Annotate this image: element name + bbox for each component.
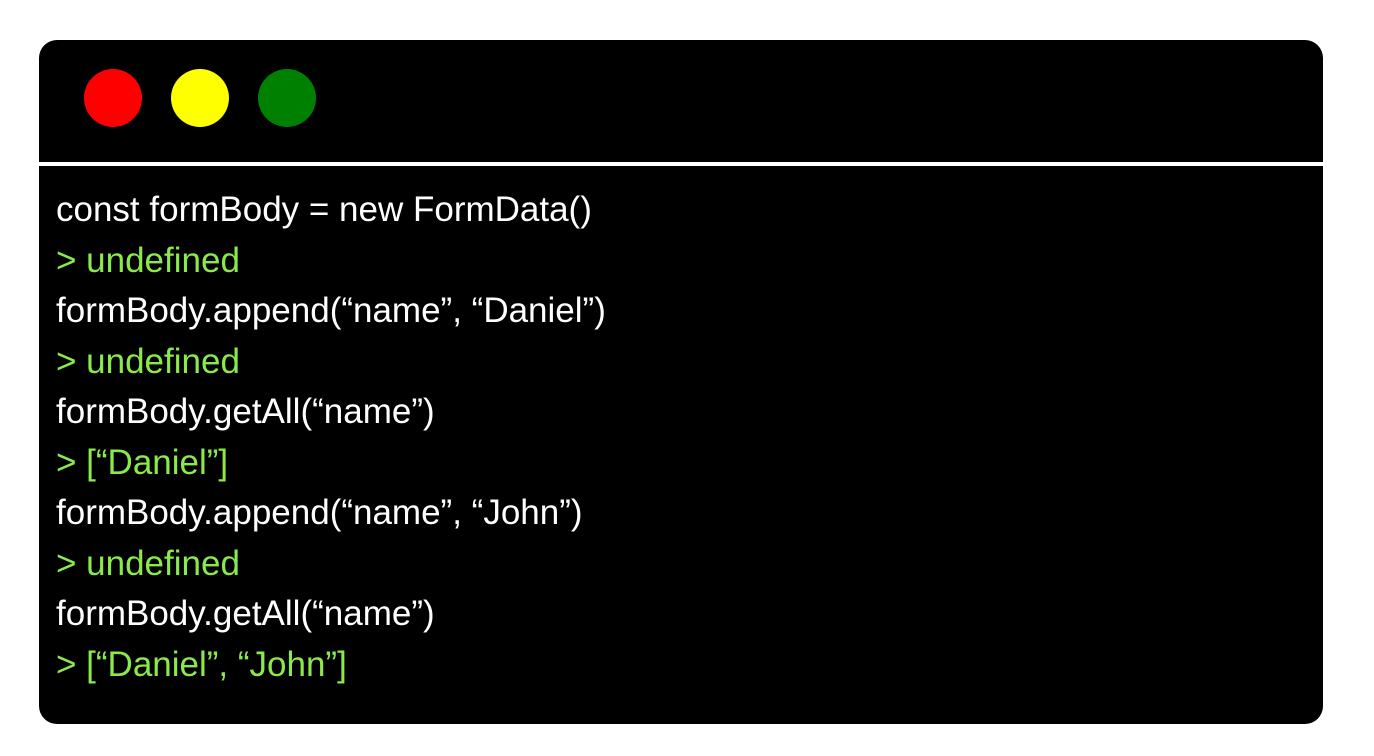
console-input-line: formBody.getAll(“name”) bbox=[56, 392, 435, 431]
console-output: const formBody = new FormData() > undefi… bbox=[56, 185, 1306, 690]
console-result-line: > undefined bbox=[56, 240, 240, 280]
console-input-line: formBody.getAll(“name”) bbox=[56, 594, 435, 633]
console-result-line: > [“Daniel”] bbox=[56, 442, 229, 482]
console-window: const formBody = new FormData() > undefi… bbox=[39, 40, 1323, 724]
console-input-line: formBody.append(“name”, “Daniel”) bbox=[56, 291, 606, 330]
close-button[interactable] bbox=[84, 69, 142, 127]
titlebar-divider bbox=[39, 162, 1323, 166]
console-input-line: formBody.append(“name”, “John”) bbox=[56, 493, 583, 532]
console-result-line: > [“Daniel”, “John”] bbox=[56, 644, 347, 684]
window-titlebar bbox=[39, 40, 1323, 162]
console-input-line: const formBody = new FormData() bbox=[56, 190, 592, 229]
maximize-button[interactable] bbox=[258, 69, 316, 127]
minimize-button[interactable] bbox=[171, 69, 229, 127]
console-result-line: > undefined bbox=[56, 341, 240, 381]
console-result-line: > undefined bbox=[56, 543, 240, 583]
